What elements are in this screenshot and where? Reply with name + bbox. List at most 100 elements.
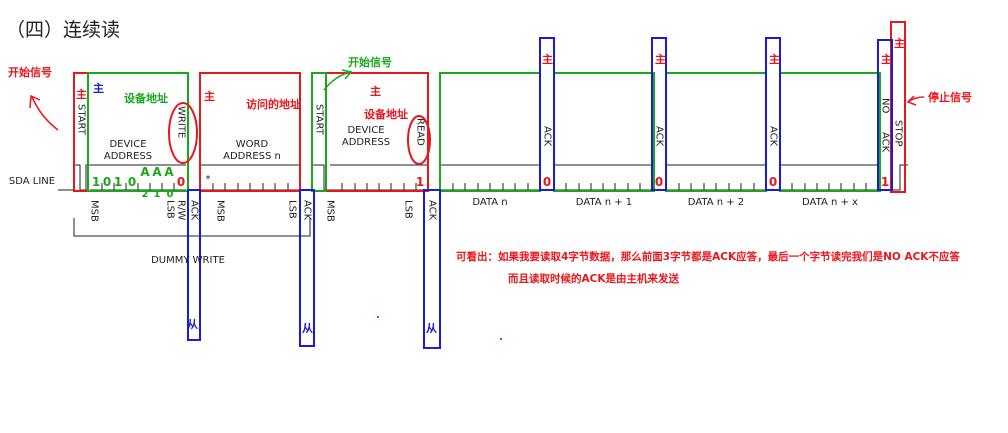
no-ack-frame <box>877 39 893 191</box>
lsb-label-1: LSB <box>165 200 176 219</box>
start-label-2: START <box>314 104 325 136</box>
master-mark-8: 主 <box>894 36 905 50</box>
ack-label-1: ACK <box>542 126 553 147</box>
sda-line-label: SDA LINE <box>9 176 55 187</box>
device-address-label-1a: DEVICE <box>109 139 146 150</box>
access-address-note: 访问的地址 <box>246 97 301 111</box>
slave-mark-1: 从 <box>187 318 198 331</box>
data-n2-frame <box>665 72 767 192</box>
device-bit-2: 0 <box>103 175 111 189</box>
bit-values: 1 0 1 0 A A A 2 1 0 0 1 0 0 0 1 <box>92 165 889 200</box>
device-address-label-2a: DEVICE <box>347 125 384 136</box>
data-n-frame <box>439 72 541 192</box>
master-mark-blue: 主 <box>93 81 104 95</box>
write-label: WRITE <box>176 106 187 138</box>
lsb-label-3: LSB <box>403 200 414 219</box>
explanation-line-2: 而且读取时候的ACK是由主机来发送 <box>508 272 679 285</box>
data-nx-label: DATA n + x <box>802 197 858 208</box>
ack-frames <box>187 37 893 349</box>
ack-below-2: ACK <box>302 200 313 221</box>
msb-label-3: MSB <box>325 200 336 222</box>
device-bit-1: 1 <box>92 175 100 189</box>
master-mark-4: 主 <box>542 52 553 66</box>
ack-below-1: ACK <box>189 200 200 221</box>
role-markers: 主 主 主 主 主 主 主 主 主 从 从 从 <box>76 36 905 335</box>
master-mark-5: 主 <box>655 52 666 66</box>
lsb-label-2: LSB <box>287 200 298 219</box>
ack-frame-3 <box>423 189 441 349</box>
ack-master-frame-1 <box>539 37 555 191</box>
cn-annotations: 开始信号 设备地址 访问的地址 开始信号 设备地址 停止信号 可看出：如果我要读… <box>8 55 972 285</box>
start-frame-2-green <box>311 72 327 192</box>
msb-label-1: MSB <box>89 200 100 222</box>
master-mark-1: 主 <box>76 87 87 101</box>
master-mark-2: 主 <box>204 89 215 103</box>
start-signal-note-2: 开始信号 <box>348 55 392 69</box>
ack-bit-2: 0 <box>655 175 663 189</box>
start-label-1: START <box>76 104 87 136</box>
ack-bit-1: 0 <box>543 175 551 189</box>
ack-label-2: ACK <box>654 126 665 147</box>
slave-mark-2: 从 <box>302 322 313 335</box>
write-bit: 0 <box>177 175 185 189</box>
dummy-write-label: DUMMY WRITE <box>151 255 225 266</box>
explanation-line-1: 可看出：如果我要读取4字节数据，那么前面3字节都是ACK应答，最后一个字节读完我… <box>456 250 960 263</box>
device-address-frame-1 <box>87 72 189 192</box>
data-n1-label: DATA n + 1 <box>576 197 632 208</box>
read-circle <box>407 115 431 165</box>
start-arrow-2 <box>323 71 351 91</box>
start-arrow-2-head <box>341 69 353 80</box>
start-signal-note-1: 开始信号 <box>8 65 52 79</box>
device-address-note-1: 设备地址 <box>124 91 168 105</box>
start-arrow-1-head <box>29 94 41 109</box>
data-nx-frame <box>779 72 881 192</box>
addr-sub-2: 2 <box>142 189 149 200</box>
addr-sub-0: 0 <box>167 189 174 200</box>
no-ack-bit: 1 <box>881 175 889 189</box>
heading: （四）连续读 <box>6 19 120 41</box>
addr-bit-a2: A <box>140 165 150 179</box>
write-circle <box>168 102 198 164</box>
word-address-frame <box>199 72 301 192</box>
slave-mark-3: 从 <box>426 322 437 335</box>
data-n-label: DATA n <box>472 197 507 208</box>
asterisk: * <box>206 174 211 185</box>
msb-label-2: MSB <box>215 200 226 222</box>
rw-label: R/W <box>176 200 187 220</box>
stray-dots <box>377 316 502 340</box>
ack-frame-1 <box>187 189 201 341</box>
ack-below-3: ACK <box>427 200 438 221</box>
stop-signal-note: 停止信号 <box>928 90 972 104</box>
ack-master-frame-2 <box>651 37 667 191</box>
ack-master-frame-3 <box>765 37 781 191</box>
addr-bit-a0: A <box>164 165 174 179</box>
frame-labels: DEVICE ADDRESS WORD ADDRESS n DEVICE ADD… <box>9 125 858 266</box>
master-mark-7: 主 <box>881 52 892 66</box>
no-ack-label-2: ACK <box>880 132 891 153</box>
device-address-label-2b: ADDRESS <box>342 137 390 148</box>
bit-ticks <box>101 183 867 190</box>
device-address-label-1b: ADDRESS <box>104 151 152 162</box>
data-n1-frame <box>553 72 655 192</box>
dummy-write-bracket <box>73 218 311 237</box>
master-mark-3: 主 <box>370 84 381 98</box>
ack-label-3: ACK <box>768 126 779 147</box>
stop-arrow-head <box>906 95 917 106</box>
word-address-label-a: WORD <box>236 139 269 150</box>
ack-frame-2 <box>299 189 315 347</box>
word-address-label-b: ADDRESS n <box>223 151 281 162</box>
start-arrow-1 <box>31 96 59 131</box>
read-bit: 1 <box>416 175 424 189</box>
ack-bit-3: 0 <box>769 175 777 189</box>
read-label: READ <box>415 118 426 146</box>
device-bit-3: 1 <box>114 175 122 189</box>
addr-bit-a1: A <box>152 165 162 179</box>
master-mark-6: 主 <box>769 52 780 66</box>
device-address-note-2: 设备地址 <box>364 107 408 121</box>
data-n2-label: DATA n + 2 <box>688 197 744 208</box>
stop-label: STOP <box>893 120 904 146</box>
device-bit-4: 0 <box>128 175 136 189</box>
arrows <box>29 69 925 131</box>
highlight-circles <box>168 102 431 165</box>
vertical-labels: START START WRITE READ ACK ACK ACK NO AC… <box>76 98 904 222</box>
